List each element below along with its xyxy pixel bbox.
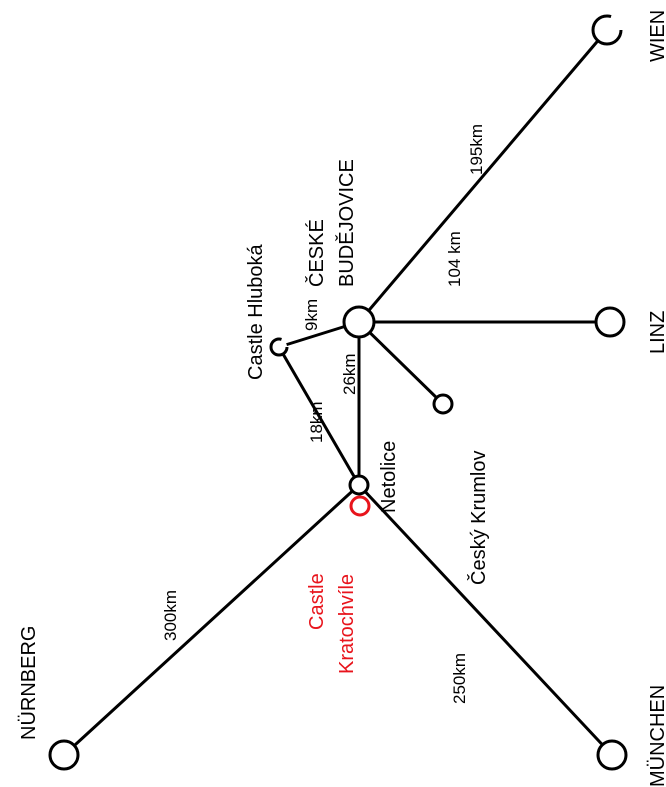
ceske-budejovice-marker <box>342 305 376 339</box>
label-castle-hluboka: Castle Hluboká <box>245 243 267 380</box>
distance-munchen: 250km <box>450 653 469 704</box>
distance-wien: 195km <box>467 124 486 175</box>
nurnberg-marker <box>48 739 80 771</box>
distance-nurnberg: 300km <box>161 590 180 641</box>
distance-ceske-netolice: 26km <box>340 353 359 395</box>
route-ceske-krumlov <box>357 320 445 406</box>
cesky-krumlov-marker <box>432 393 454 415</box>
label-castle-kratochvile-line2: Kratochvíle <box>336 574 358 674</box>
label-netolice: Netolice <box>378 441 400 513</box>
wien-marker <box>591 14 623 46</box>
label-castle-kratochvile-line1: Castle <box>306 573 328 630</box>
route-netolice-hluboka <box>277 345 361 487</box>
distance-linz: 104 km <box>445 231 464 287</box>
label-linz: LINZ <box>647 311 666 354</box>
label-ceske-line2: BUDĚJOVICE <box>335 159 358 287</box>
label-cesky-krumlov: Český Krumlov <box>467 451 490 585</box>
label-ceske-line1: ČESKÉ <box>305 219 328 287</box>
routes <box>62 28 614 757</box>
munchen-marker <box>596 739 628 771</box>
linz-marker <box>594 306 626 338</box>
castle-kratochvile-marker <box>349 495 371 517</box>
route-ceske-wien <box>357 28 609 324</box>
label-munchen: MÜNCHEN <box>647 685 666 787</box>
castle-hluboka-marker <box>269 337 289 357</box>
netolice-marker <box>348 474 370 496</box>
distance-hluboka-netolice: 18km <box>307 401 326 443</box>
label-nurnberg: NÜRNBERG <box>18 626 40 740</box>
place-markers <box>48 14 628 771</box>
route-munchen-netolice <box>357 483 614 757</box>
label-wien: WIEN <box>647 10 666 62</box>
distance-ceske-hluboka: 9km <box>302 299 321 331</box>
route-nurnberg-netolice <box>62 483 361 757</box>
